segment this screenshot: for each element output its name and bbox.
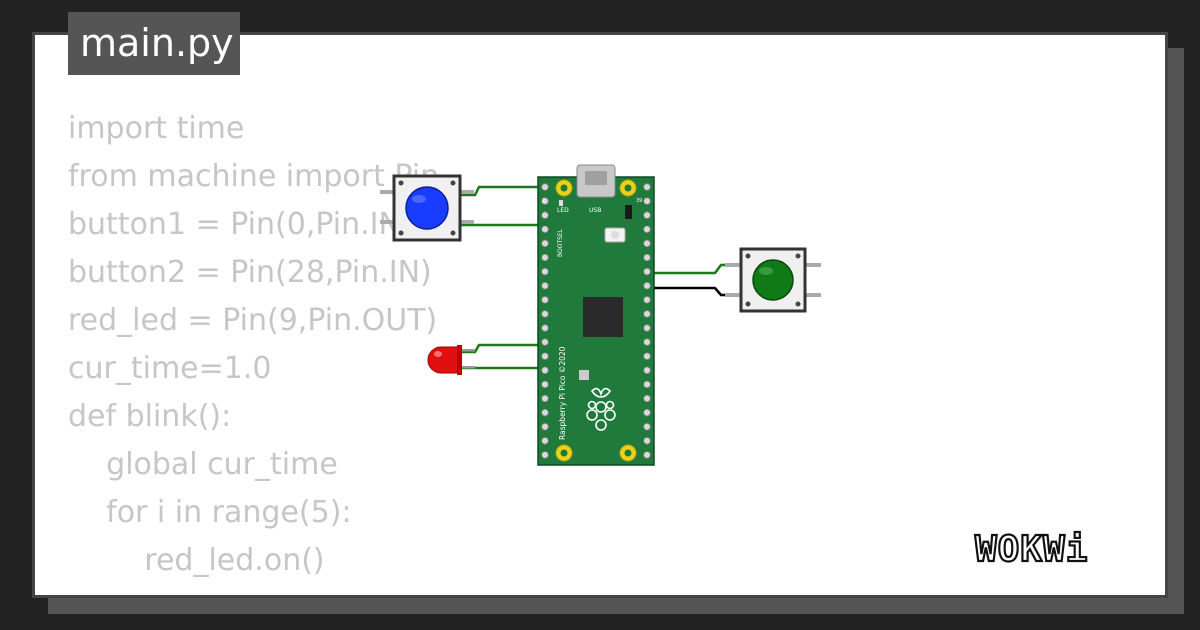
left-pin-header xyxy=(541,183,549,459)
usb-silk-label: USB xyxy=(589,207,601,214)
pico-board[interactable]: LED USB 2 39 BOOTSEL Raspberry Pi Pico ©… xyxy=(537,164,655,466)
project-card: import time from machine import Pin button… xyxy=(32,32,1168,598)
header-pin[interactable] xyxy=(643,197,651,205)
rp2040-chip xyxy=(583,297,623,337)
onboard-led xyxy=(559,200,563,206)
header-pin[interactable] xyxy=(643,239,651,248)
file-tab[interactable]: main.py xyxy=(68,12,240,75)
header-pin[interactable] xyxy=(643,324,651,332)
header-pin[interactable] xyxy=(541,352,549,360)
red-led[interactable] xyxy=(427,345,475,375)
wire-blue-button-top[interactable] xyxy=(460,185,550,197)
header-pin[interactable] xyxy=(541,324,549,332)
green-pushbutton[interactable] xyxy=(725,247,821,313)
header-pin[interactable] xyxy=(541,408,549,417)
header-pin[interactable] xyxy=(541,267,549,276)
header-pin[interactable] xyxy=(643,394,651,403)
regulator-chip xyxy=(625,205,632,219)
pin-number-label: 39 xyxy=(636,198,642,204)
code-line: button2 = Pin(28,Pin.IN) xyxy=(68,255,432,290)
header-pin[interactable] xyxy=(643,296,651,304)
header-pin[interactable] xyxy=(643,281,651,290)
led-silk-label: LED xyxy=(557,207,569,214)
right-pin-header xyxy=(643,183,651,459)
code-line: red_led.on() xyxy=(68,543,325,578)
header-pin[interactable] xyxy=(541,253,549,262)
header-pin[interactable] xyxy=(643,253,651,262)
code-line: for i in range(5): xyxy=(68,495,352,530)
header-pin[interactable] xyxy=(541,366,549,374)
header-pin[interactable] xyxy=(643,211,651,219)
wire-led-top[interactable] xyxy=(460,343,550,354)
header-pin[interactable] xyxy=(541,338,549,346)
code-line: global cur_time xyxy=(68,447,338,482)
code-line: time.sleep(cur_time) xyxy=(68,585,455,595)
code-preview: import time from machine import Pin button… xyxy=(68,105,456,595)
header-pin[interactable] xyxy=(643,310,651,318)
header-pin[interactable] xyxy=(541,296,549,304)
header-pin[interactable] xyxy=(643,451,651,459)
header-pin[interactable] xyxy=(643,183,651,191)
header-pin[interactable] xyxy=(643,380,651,389)
code-line: button1 = Pin(0,Pin.IN) xyxy=(68,207,413,242)
wokwi-logo-text: WOKWi xyxy=(975,529,1088,570)
header-pin[interactable] xyxy=(643,437,651,445)
green-button-cap[interactable] xyxy=(752,259,794,301)
header-pin[interactable] xyxy=(541,225,549,233)
header-pin[interactable] xyxy=(643,225,651,233)
header-pin[interactable] xyxy=(643,408,651,417)
header-pin[interactable] xyxy=(541,451,549,459)
header-pin[interactable] xyxy=(541,310,549,318)
header-pin[interactable] xyxy=(643,423,651,431)
header-pin[interactable] xyxy=(643,366,651,374)
header-pin[interactable] xyxy=(643,352,651,360)
board-brand-label: Raspberry Pi Pico ©2020 xyxy=(558,346,567,440)
header-pin[interactable] xyxy=(541,211,549,219)
flash-chip xyxy=(579,370,589,380)
code-line: cur_time=1.0 xyxy=(68,351,272,386)
header-pin[interactable] xyxy=(541,183,549,191)
header-pin[interactable] xyxy=(541,437,549,445)
header-pin[interactable] xyxy=(643,267,651,276)
header-pin[interactable] xyxy=(541,197,549,205)
code-line: red_led = Pin(9,Pin.OUT) xyxy=(68,303,438,338)
circuit-diagram: LED USB 2 39 BOOTSEL Raspberry Pi Pico ©… xyxy=(380,164,821,466)
code-line: from machine import Pin xyxy=(68,159,440,194)
header-pin[interactable] xyxy=(541,380,549,389)
pin-number-label: 2 xyxy=(542,198,545,204)
blue-button-cap[interactable] xyxy=(405,186,449,230)
header-pin[interactable] xyxy=(541,423,549,431)
header-pin[interactable] xyxy=(541,281,549,290)
code-line: def blink(): xyxy=(68,399,232,434)
header-pin[interactable] xyxy=(643,338,651,346)
raspberry-logo-icon xyxy=(586,387,616,431)
blue-pushbutton[interactable] xyxy=(380,174,474,242)
header-pin[interactable] xyxy=(541,394,549,403)
bootsel-silk-label: BOOTSEL xyxy=(557,228,564,257)
code-line: import time xyxy=(68,111,245,146)
wokwi-logo: WOKWi xyxy=(974,528,1089,571)
header-pin[interactable] xyxy=(541,239,549,248)
